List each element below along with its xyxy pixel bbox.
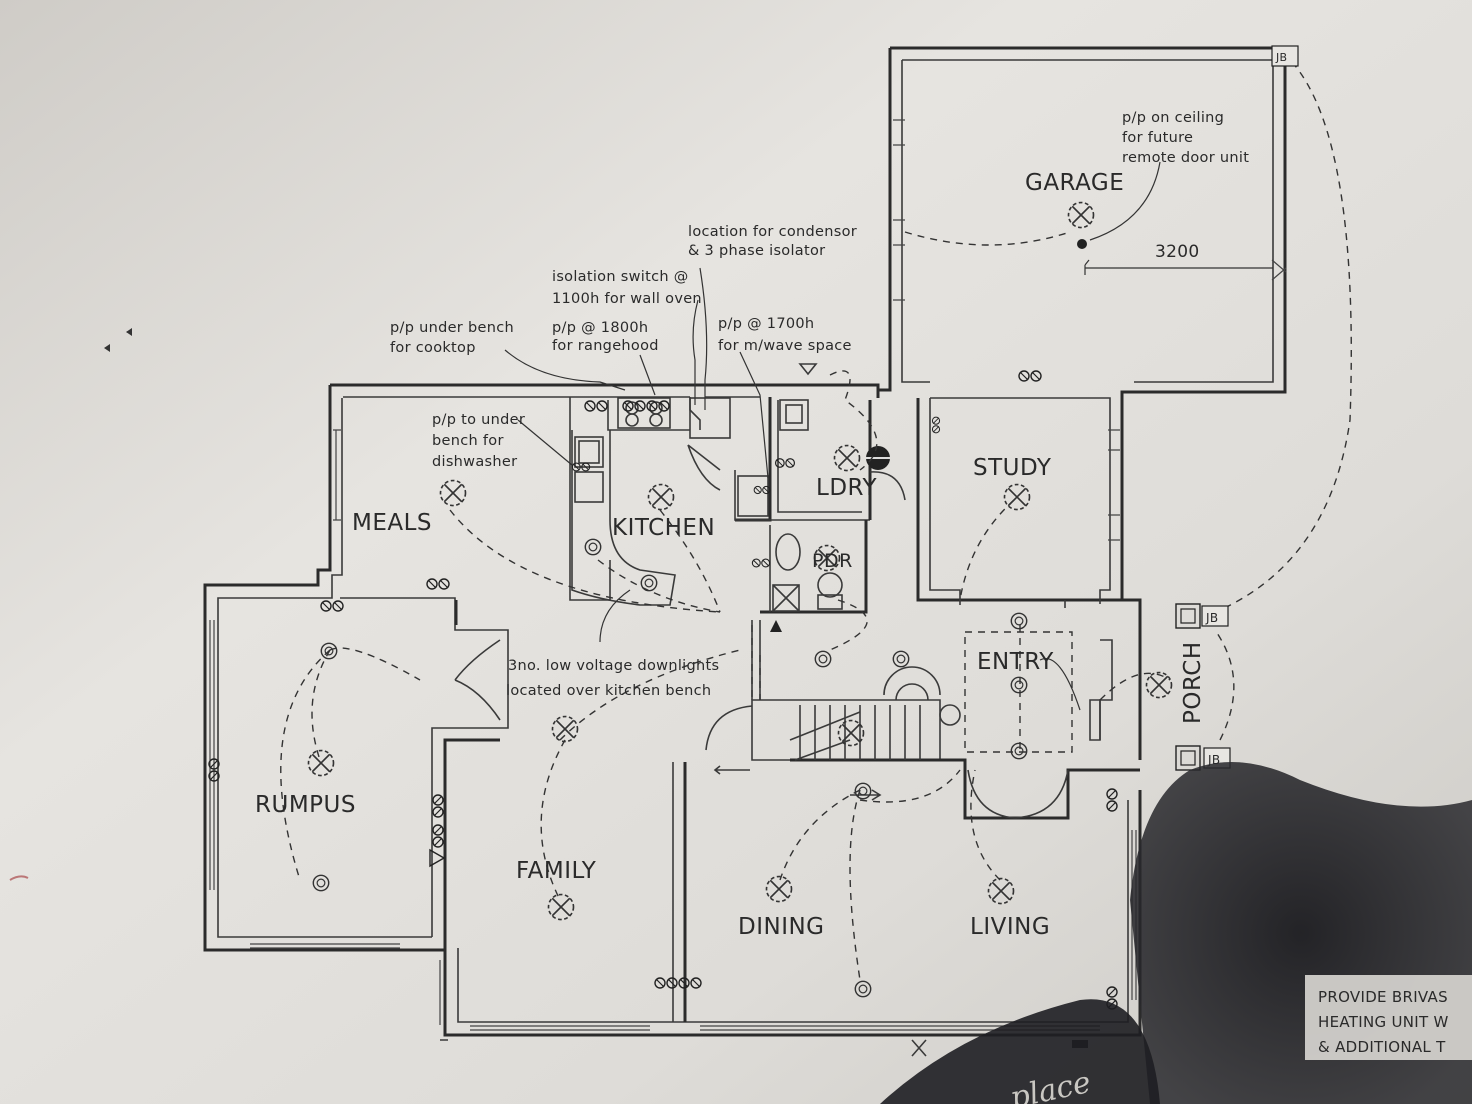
note-cooktop-1: p/p under bench — [390, 320, 514, 336]
note-isolation-1: isolation switch @ — [552, 269, 689, 285]
hand-shadow-lower — [880, 999, 1160, 1104]
room-family: FAMILY — [516, 858, 597, 884]
note-microwave-1: p/p @ 1700h — [718, 316, 814, 332]
room-living: LIVING — [970, 914, 1050, 940]
jb-label-porch-upper: JB — [1205, 611, 1218, 625]
light-fittings — [307, 201, 1173, 998]
paper-marks — [104, 328, 132, 352]
note-rangehood-1: p/p @ 1800h — [552, 320, 648, 336]
note-downlights-2: located over kitchen bench — [506, 683, 711, 699]
doors — [454, 444, 1101, 819]
side-note-2: HEATING UNIT W — [1318, 1013, 1449, 1031]
room-rumpus: RUMPUS — [255, 792, 356, 818]
note-dishwasher-3: dishwasher — [432, 454, 517, 470]
kitchen-fixtures — [440, 363, 1088, 1057]
room-pdr: PDR — [812, 550, 853, 572]
wiring-runs — [280, 61, 1352, 981]
room-dining: DINING — [738, 914, 825, 940]
note-dishwasher-2: bench for — [432, 433, 504, 449]
note-dishwasher-1: p/p to under — [432, 412, 525, 428]
jb-label-garage: JB — [1275, 51, 1287, 64]
note-garage-pp-1: p/p on ceiling — [1122, 110, 1224, 126]
room-labels: GARAGE STUDY MEALS KITCHEN LDRY PDR ENTR… — [255, 170, 1206, 940]
note-microwave-2: for m/wave space — [718, 338, 852, 354]
annotation-notes: p/p on ceiling for future remote door un… — [390, 51, 1287, 767]
note-downlights-1: 3no. low voltage downlights — [508, 658, 719, 674]
power-outlets — [208, 370, 1118, 1010]
exterior-walls — [203, 46, 1287, 1037]
leader-lines — [504, 161, 1273, 711]
room-kitchen: KITCHEN — [612, 515, 715, 541]
note-cooktop-2: for cooktop — [390, 340, 476, 356]
side-notes: PROVIDE BRIVAS HEATING UNIT W & ADDITION… — [1305, 975, 1472, 1060]
note-isolation-2: 1100h for wall oven — [552, 291, 702, 307]
side-note-3: & ADDITIONAL T — [1318, 1038, 1446, 1056]
room-meals: MEALS — [352, 510, 432, 536]
stain-mark — [9, 875, 29, 881]
note-garage-pp-3: remote door unit — [1122, 150, 1249, 166]
room-garage: GARAGE — [1025, 170, 1124, 196]
note-condensor-1: location for condensor — [688, 224, 857, 240]
room-porch: PORCH — [1180, 641, 1206, 724]
note-garage-pp-2: for future — [1122, 130, 1193, 146]
note-condensor-2: & 3 phase isolator — [688, 243, 825, 259]
room-study: STUDY — [973, 455, 1052, 481]
side-note-1: PROVIDE BRIVAS — [1318, 988, 1448, 1006]
note-rangehood-2: for rangehood — [552, 338, 659, 354]
staircase — [770, 620, 921, 761]
room-ldry: LDRY — [816, 475, 878, 501]
dimension-label: 3200 — [1155, 242, 1199, 262]
room-entry: ENTRY — [977, 649, 1054, 675]
